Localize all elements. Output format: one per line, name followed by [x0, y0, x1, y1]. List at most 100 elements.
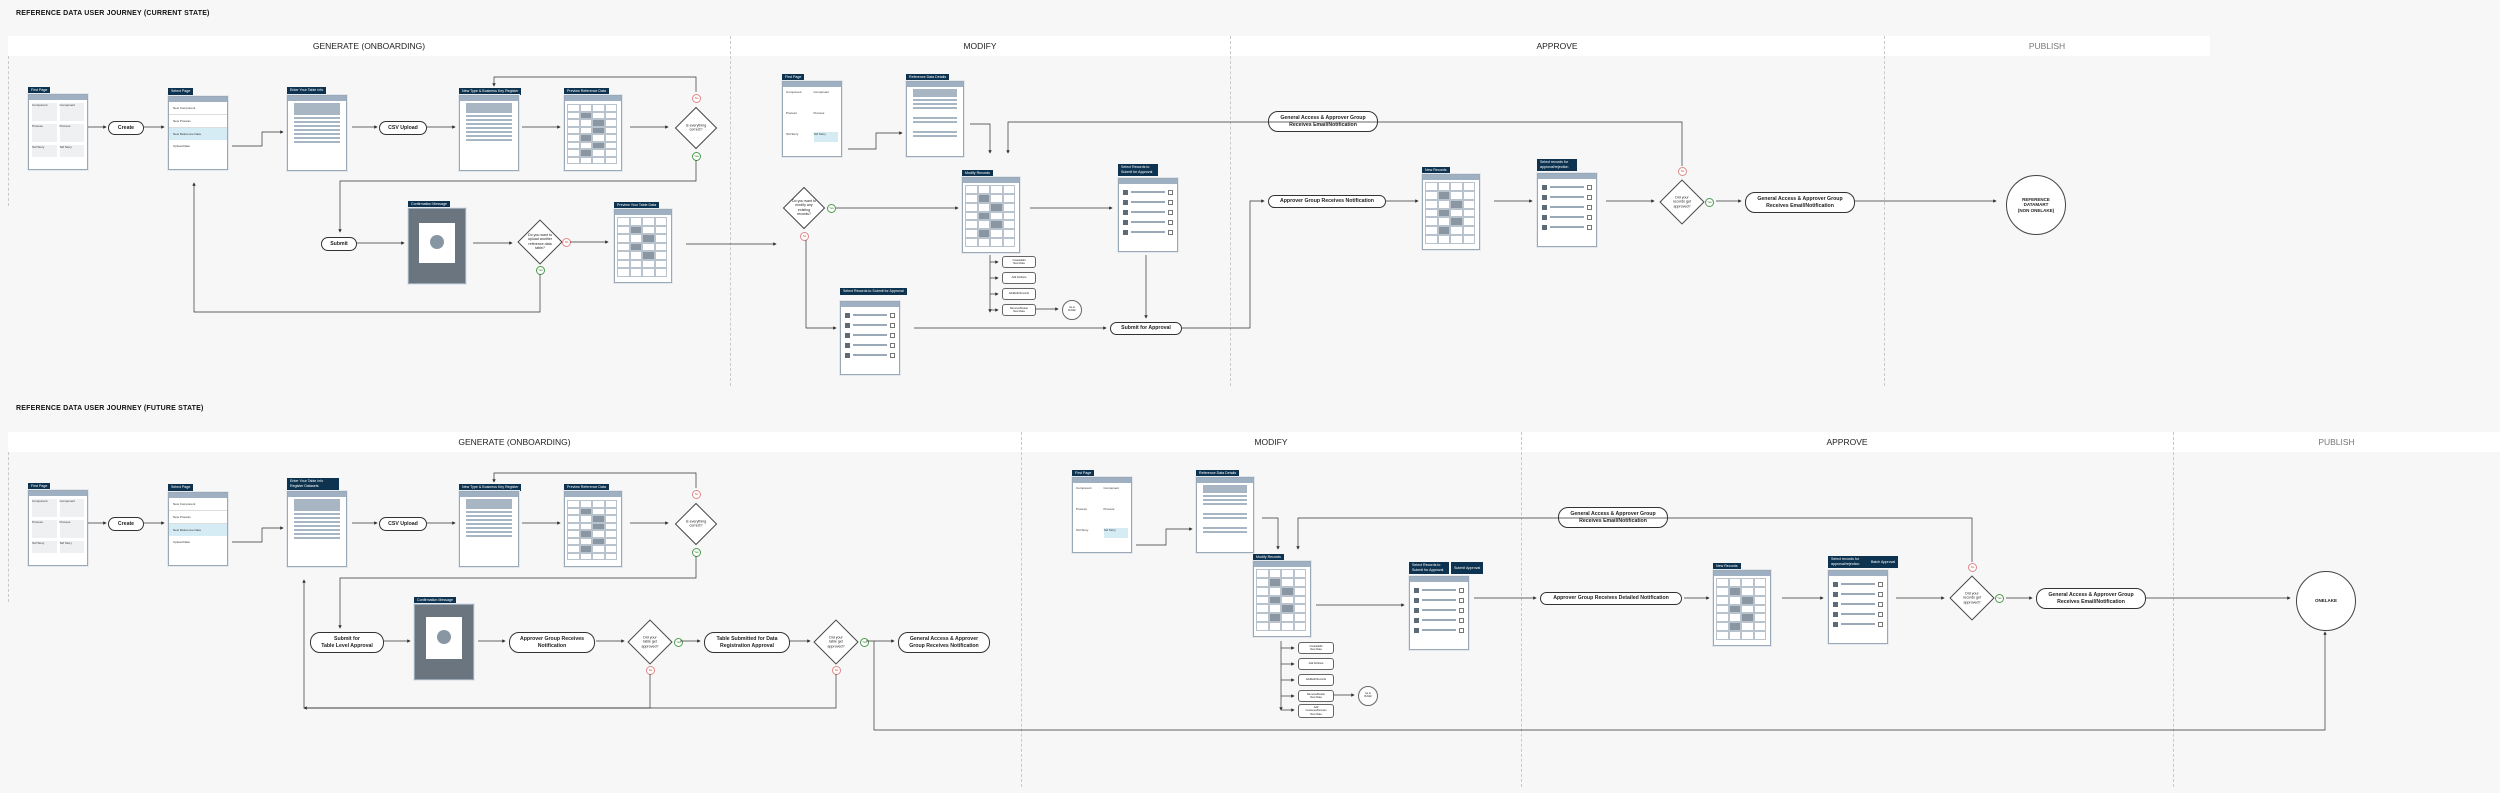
decision-upload-another: Do you want to upload another reference … [516, 219, 564, 265]
current-phase-band [8, 36, 2210, 56]
first-page-screen: Component Component Process Process Tell… [28, 490, 88, 566]
yes-dot: Yes [1705, 198, 1714, 207]
decision-records-approved: Did your records get approved? [1949, 575, 1995, 621]
confirmation-screen [408, 208, 466, 284]
future-phase-publish: PUBLISH [2318, 437, 2355, 447]
option-add-edit-records[interactable]: Add/Edit Records [1298, 674, 1334, 686]
option-add-attribute[interactable]: Add Attribute [1298, 658, 1334, 670]
option-remove-delete[interactable]: Remove/Delete New Data [1298, 690, 1334, 702]
select-records-submit-screen [1118, 178, 1178, 252]
go-to-publish: Go to Publish [1062, 300, 1082, 320]
new-records-tag: New Records [1713, 563, 1741, 570]
menu-new-process[interactable]: New Process [169, 115, 227, 128]
first-page-screen: Component Component Process Process Tell… [28, 94, 88, 170]
no-dot: No [692, 94, 701, 103]
menu-new-reference-data[interactable]: New Reference Data [169, 128, 227, 140]
process-tile[interactable]: Process [32, 520, 57, 538]
select-page-tag: Select Page [168, 484, 194, 491]
reference-data-details-tag: Reference Data Details [1196, 470, 1240, 477]
option-add-customer-domain[interactable]: Add Customer/Domain New Data [1298, 704, 1334, 718]
menu-new-component[interactable]: New Component [169, 498, 227, 511]
option-add-attribute[interactable]: Add Attribute [1002, 272, 1036, 284]
menu-new-component[interactable]: New Component [169, 102, 227, 115]
tell-story-tile[interactable]: Tell Story [32, 145, 57, 157]
component-tile[interactable]: Component [786, 90, 802, 94]
select-records-submit-tag: Select Records to Submit for Approval [1409, 562, 1449, 574]
menu-upload-data[interactable]: Upload Data [173, 144, 190, 148]
tell-story-tile[interactable]: Tell Story [1076, 528, 1089, 532]
enter-table-info-screen [287, 95, 347, 171]
option-add-edit-records[interactable]: Add/Edit Records [1002, 288, 1036, 300]
menu-upload-data[interactable]: Upload Data [173, 540, 190, 544]
tell-story-tile[interactable]: Tell Story [813, 132, 838, 142]
menu-new-process[interactable]: New Process [169, 511, 227, 524]
select-records-approval-tag: Select records for approval/rejection [1828, 556, 1868, 568]
component-tile[interactable]: Component [1076, 486, 1092, 490]
notification-approver-detailed: Approver Group Receives Detailed Notific… [1540, 592, 1682, 605]
yes-dot: Yes [692, 548, 701, 557]
modify-records-tag: Modify Records [1253, 554, 1284, 561]
select-records-submit-tag: Select Records to Submit for Approval [840, 288, 907, 295]
first-page-tag: First Page [28, 483, 51, 490]
first-page-modify-screen: Component Component Process Process Tell… [1072, 477, 1132, 553]
component-tile[interactable]: Component [32, 103, 57, 121]
modify-records-tag: Modify Records [962, 170, 993, 177]
create-button[interactable]: Create [108, 517, 144, 531]
process-tile[interactable]: Process [1103, 507, 1115, 511]
yes-dot: Yes [1995, 594, 2004, 603]
divider [1521, 432, 1522, 787]
confirmation-screen [414, 604, 474, 680]
process-tile[interactable]: Process [32, 124, 57, 142]
component-tile[interactable]: Component [1103, 486, 1120, 490]
enter-table-info-tag: Enter Your Table Info Register Datasets [287, 478, 339, 490]
option-remove-delete[interactable]: Remove/Delete New Data [1002, 304, 1036, 316]
select-records-submit-screen [1409, 576, 1469, 650]
yes-dot: Yes [674, 638, 683, 647]
divider [2173, 432, 2174, 787]
submit-for-approval-button[interactable]: Submit for Approval [1110, 322, 1182, 335]
decision-table-approved-2: Did your table get approved? [813, 619, 859, 665]
confirmation-tag: Confirmation Message [408, 201, 450, 208]
future-phase-approve: APPROVE [1826, 437, 1868, 447]
new-type-register-tag: New Type & Business Key Register [459, 484, 522, 491]
tell-story-tile[interactable]: Tell Story [786, 132, 799, 136]
tell-story-tile[interactable]: Tell Story [1103, 528, 1128, 538]
component-tile[interactable]: Component [813, 90, 830, 94]
no-dot: No [1968, 563, 1977, 572]
preview-data-grid [567, 500, 617, 560]
no-dot: No [832, 666, 841, 675]
create-button[interactable]: Create [108, 121, 144, 135]
process-tile[interactable]: Process [59, 124, 84, 142]
reference-data-details-tag: Reference Data Details [906, 74, 950, 81]
preview-table-data-tag: Preview Your Table Data [614, 202, 660, 209]
tell-story-tile[interactable]: Tell Story [59, 145, 84, 157]
csv-upload-button[interactable]: CSV Upload [379, 517, 427, 531]
new-records-grid [1716, 578, 1766, 640]
future-title: REFERENCE DATA USER JOURNEY (FUTURE STAT… [16, 405, 204, 412]
process-tile[interactable]: Process [813, 111, 825, 115]
select-records-approval-screen [1537, 173, 1597, 247]
tell-story-tile[interactable]: Tell Story [32, 541, 57, 553]
preview-reference-data-tag: Preview Reference Data [564, 484, 609, 491]
component-tile[interactable]: Component [59, 103, 84, 121]
process-tile[interactable]: Process [59, 520, 84, 538]
decision-modify-existing: Do you want to modify any existing recor… [782, 186, 826, 230]
option-create-edit[interactable]: Create/Edit New Data [1298, 642, 1334, 654]
menu-new-reference-data[interactable]: New Reference Data [169, 524, 227, 536]
tell-story-tile[interactable]: Tell Story [59, 541, 84, 553]
submit-table-level-button[interactable]: Submit for Table Level Approval [310, 632, 384, 653]
component-tile[interactable]: Component [59, 499, 84, 517]
process-tile[interactable]: Process [786, 111, 797, 115]
current-phase-approve: APPROVE [1536, 41, 1578, 51]
option-create-edit[interactable]: Create/Edit New Data [1002, 256, 1036, 268]
select-records-approval-screen [1828, 570, 1888, 644]
component-tile[interactable]: Component [32, 499, 57, 517]
process-tile[interactable]: Process [1076, 507, 1087, 511]
submit-button[interactable]: Submit [321, 237, 357, 251]
enter-table-info-screen [287, 491, 347, 567]
csv-upload-button[interactable]: CSV Upload [379, 121, 427, 135]
no-dot: No [562, 238, 571, 247]
modify-records-grid [1256, 569, 1306, 631]
future-phase-generate: GENERATE (ONBOARDING) [458, 437, 571, 447]
